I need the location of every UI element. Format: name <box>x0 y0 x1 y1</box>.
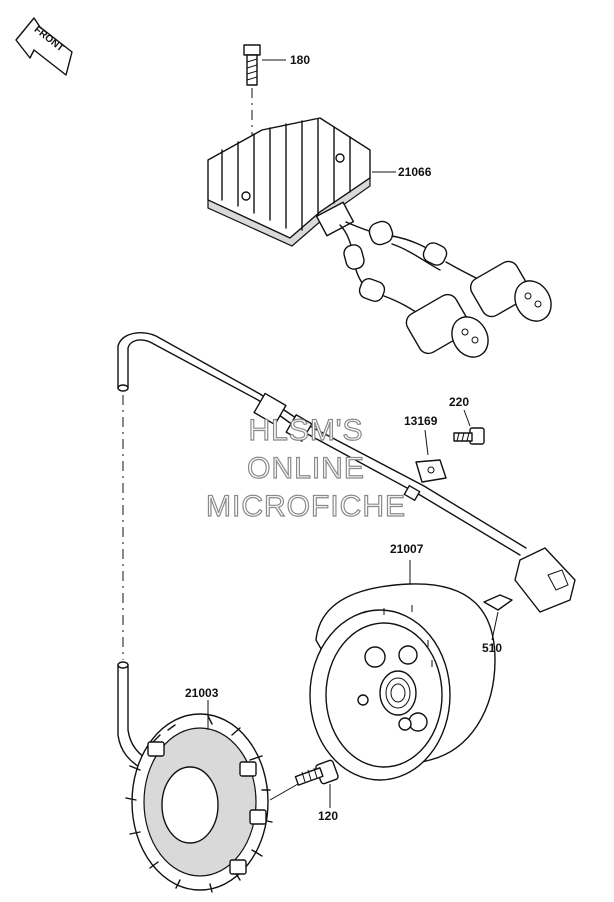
callout-510: 510 <box>482 641 502 655</box>
plate-13169 <box>415 429 447 483</box>
callout-120: 120 <box>318 809 338 823</box>
callout-13169: 13169 <box>404 414 438 428</box>
watermark: HLSM'S ONLINE MICROFICHE <box>205 413 406 523</box>
watermark-line-1: HLSM'S <box>248 414 363 447</box>
stator-21003 <box>125 700 273 893</box>
bolt-120 <box>269 759 339 808</box>
rotor-21007 <box>309 560 496 781</box>
front-arrow: FRONT <box>15 17 73 76</box>
watermark-line-2: ONLINE <box>247 452 365 485</box>
stator-harness <box>117 332 576 613</box>
bolt-220 <box>453 409 485 445</box>
callout-180: 180 <box>290 53 310 67</box>
callout-21003: 21003 <box>185 686 219 700</box>
regulator-21066 <box>207 117 396 247</box>
callout-220: 220 <box>449 395 469 409</box>
watermark-line-3: MICROFICHE <box>206 490 406 523</box>
key-510 <box>483 594 513 641</box>
bolt-180 <box>243 44 286 86</box>
regulator-wiring <box>315 201 552 358</box>
callout-21007: 21007 <box>390 542 424 556</box>
callout-21066: 21066 <box>398 165 432 179</box>
